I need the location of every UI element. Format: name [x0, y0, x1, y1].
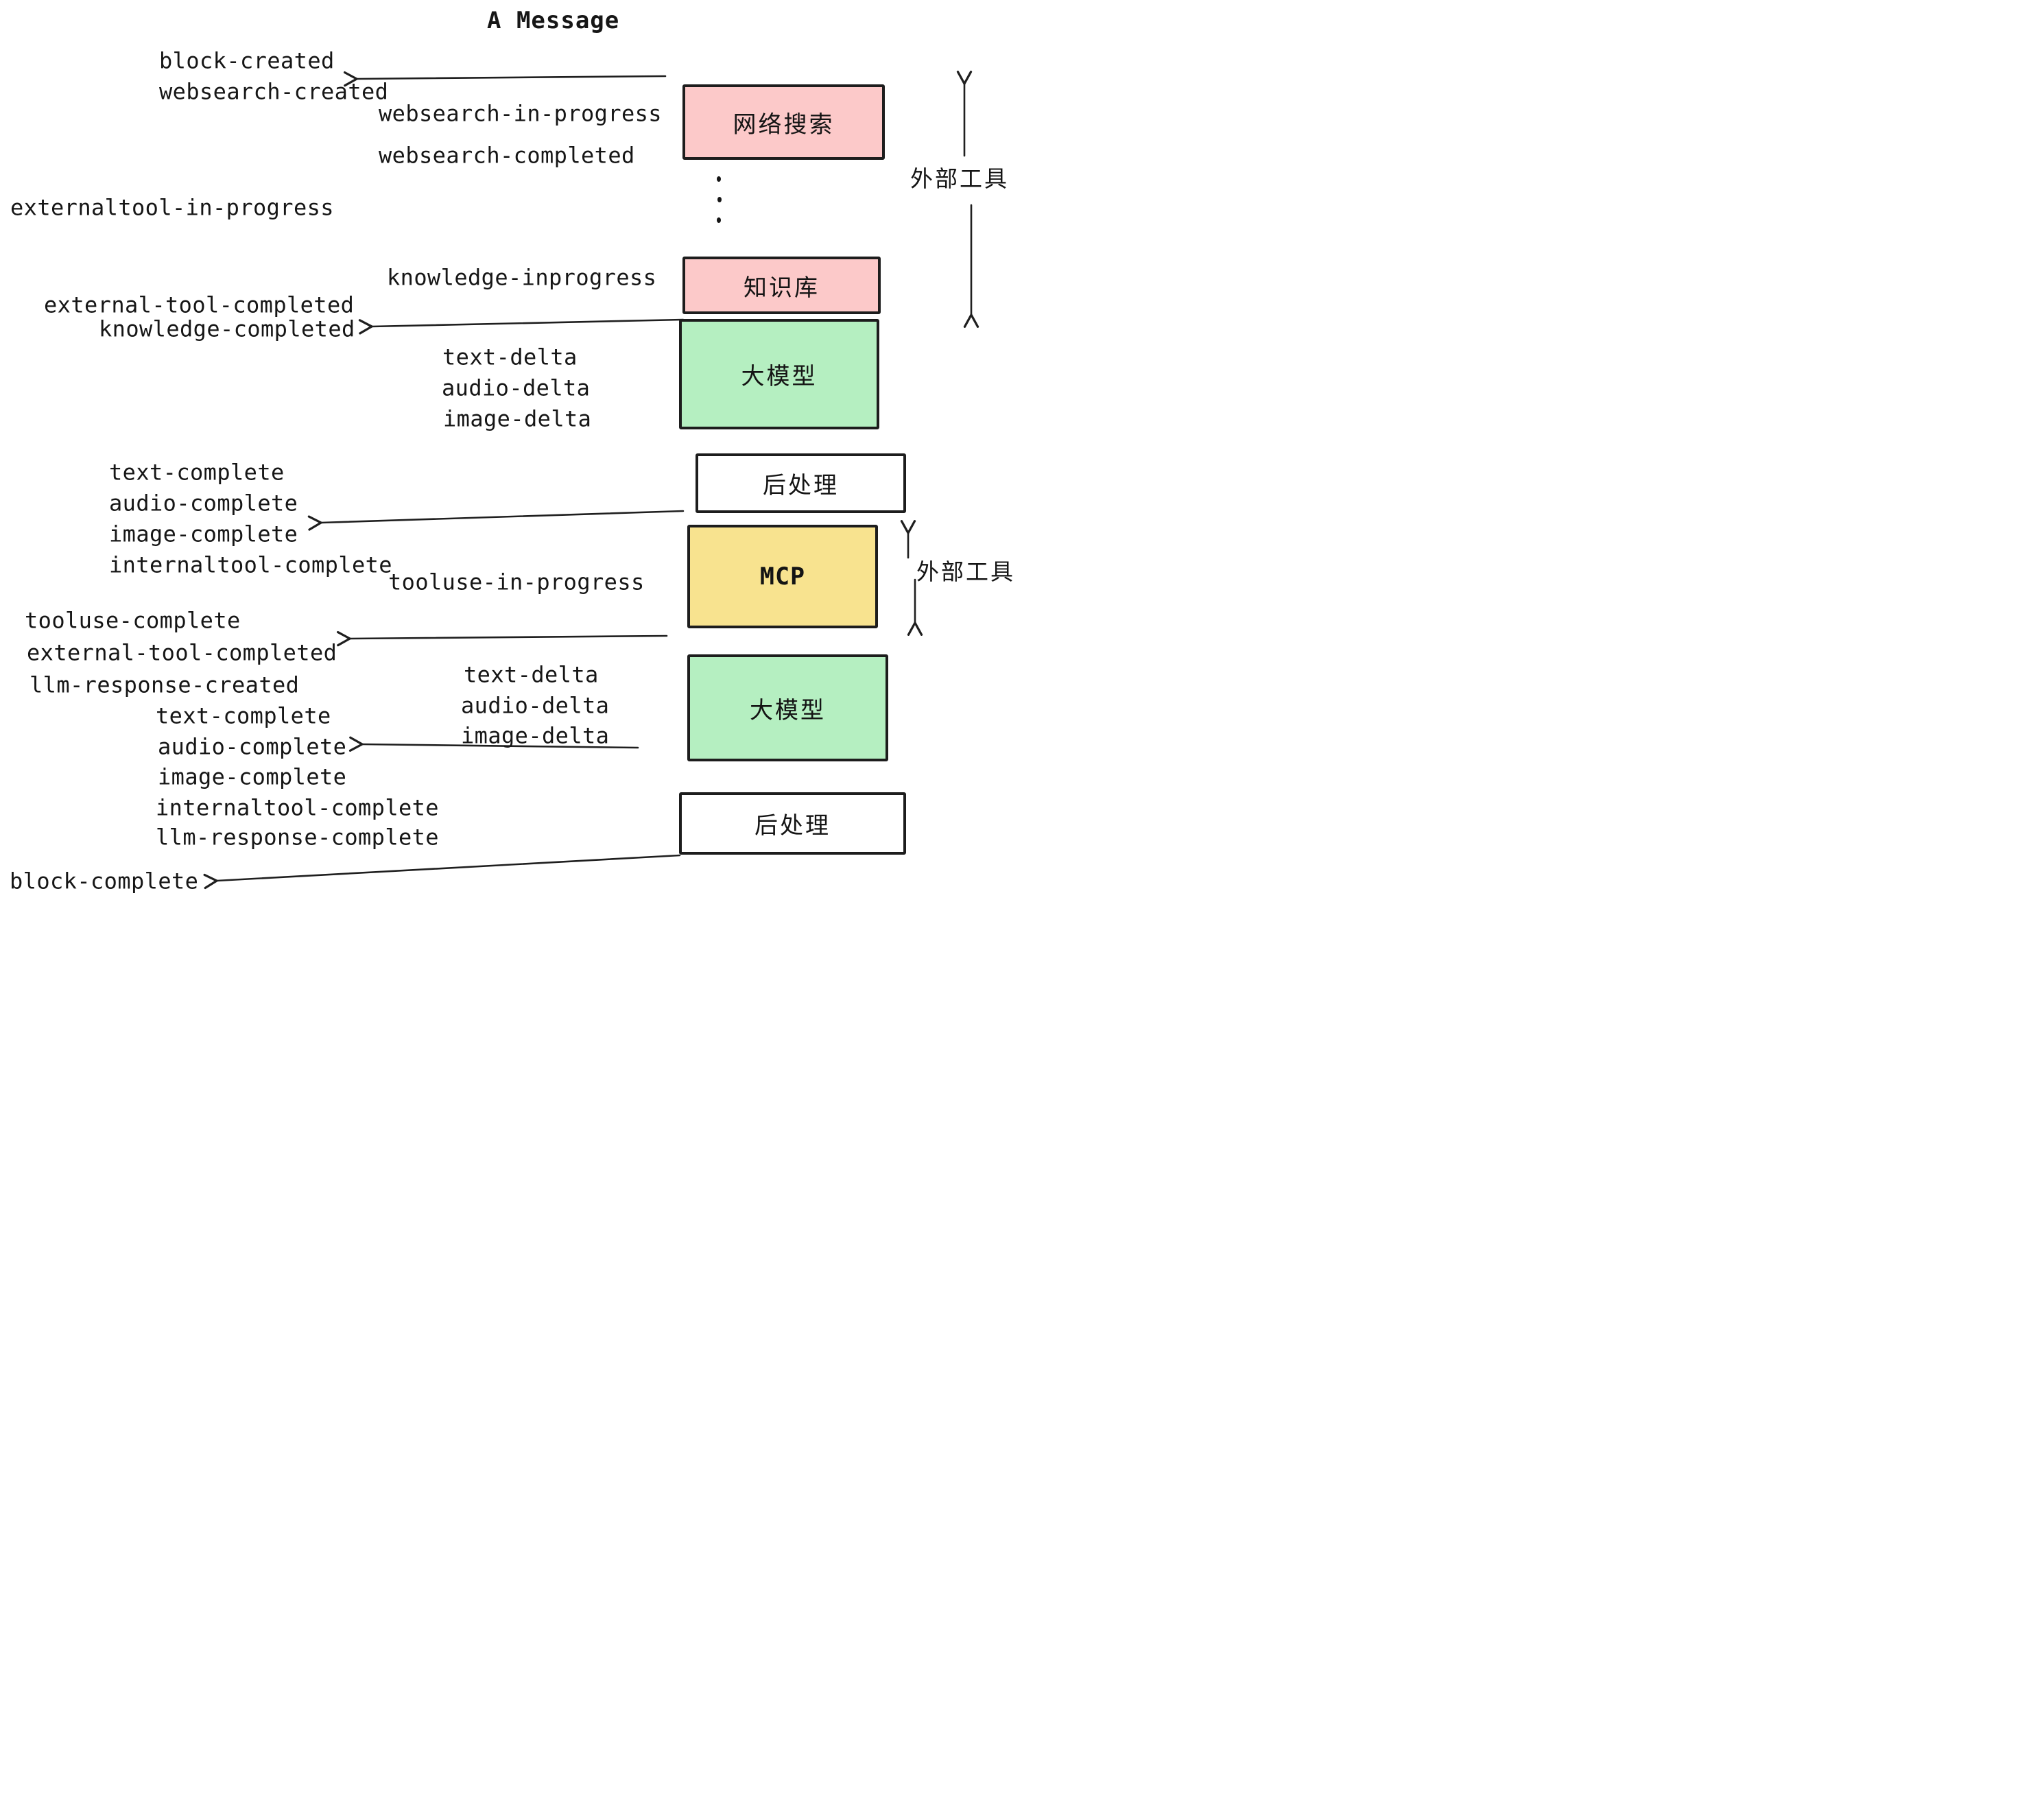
- diagram-title: A Message: [487, 7, 620, 34]
- event-image-complete-2: image-complete: [158, 763, 347, 790]
- arrow-knowledge-to-knowledge-completed: [358, 318, 685, 335]
- event-llm-response-complete: llm-response-complete: [156, 824, 439, 851]
- ellipsis-dot: [717, 176, 721, 182]
- event-tooluse-in-progress: tooluse-in-progress: [388, 569, 645, 595]
- node-postprocess-1-label: 后处理: [763, 472, 839, 499]
- event-text-delta-1: text-delta: [442, 344, 578, 370]
- ellipsis-dot: [717, 197, 722, 202]
- external-tools-label-2: 外部工具: [916, 558, 1015, 585]
- event-audio-delta-1: audio-delta: [442, 375, 591, 401]
- event-externaltool-in-progress: externaltool-in-progress: [10, 194, 334, 221]
- node-llm-1: 大模型: [679, 319, 879, 429]
- event-image-complete-1: image-complete: [109, 521, 298, 547]
- event-external-tool-completed-1: external-tool-completed: [44, 292, 355, 318]
- event-text-delta-2: text-delta: [464, 661, 599, 688]
- event-audio-complete-1: audio-complete: [109, 490, 298, 517]
- event-text-complete-2: text-complete: [156, 702, 331, 729]
- event-llm-response-created: llm-response-created: [29, 672, 300, 698]
- arrow-mcp-to-tooluse-complete: [336, 630, 668, 647]
- event-websearch-completed: websearch-completed: [379, 142, 635, 169]
- node-postprocess-1: 后处理: [696, 453, 906, 513]
- external-tools-label-1: 外部工具: [910, 165, 1009, 192]
- event-knowledge-completed: knowledge-completed: [99, 316, 355, 342]
- arrow-post1-to-image-complete: [307, 510, 685, 531]
- node-llm-2-label: 大模型: [750, 696, 826, 724]
- event-audio-complete-2: audio-complete: [158, 733, 347, 760]
- node-knowledge-base: 知识库: [682, 257, 881, 314]
- node-mcp-label: MCP: [759, 562, 806, 591]
- event-websearch-created: websearch-created: [159, 78, 389, 105]
- event-block-created: block-created: [159, 47, 335, 74]
- arrow-websearch-to-block-created: [343, 71, 667, 87]
- event-knowledge-inprogress: knowledge-inprogress: [387, 264, 657, 291]
- node-llm-2: 大模型: [687, 654, 888, 761]
- event-external-tool-completed-2: external-tool-completed: [27, 639, 337, 666]
- node-websearch: 网络搜索: [682, 84, 885, 160]
- event-internaltool-complete-2: internaltool-complete: [156, 794, 439, 821]
- arrow-post2-to-block-complete: [203, 854, 681, 890]
- event-text-complete-1: text-complete: [109, 459, 285, 486]
- diagram-canvas: A Message 网络搜索 知识库 大模型 后处理 MCP 大模型 后处理 外…: [0, 0, 1022, 902]
- event-image-delta-1: image-delta: [443, 405, 592, 432]
- event-internaltool-complete-1: internaltool-complete: [109, 551, 392, 578]
- event-websearch-in-progress: websearch-in-progress: [379, 100, 662, 127]
- node-llm-1-label: 大模型: [741, 363, 818, 390]
- event-audio-delta-2: audio-delta: [461, 692, 610, 719]
- ellipsis-dot: [717, 217, 721, 223]
- node-websearch-label: 网络搜索: [733, 110, 835, 139]
- event-block-complete: block-complete: [10, 868, 199, 894]
- node-postprocess-2: 后处理: [679, 792, 906, 855]
- node-mcp: MCP: [687, 525, 878, 628]
- event-image-delta-2: image-delta: [461, 722, 610, 749]
- event-tooluse-complete: tooluse-complete: [25, 607, 241, 634]
- node-postprocess-2-label: 后处理: [754, 812, 831, 840]
- node-knowledge-base-label: 知识库: [744, 274, 820, 302]
